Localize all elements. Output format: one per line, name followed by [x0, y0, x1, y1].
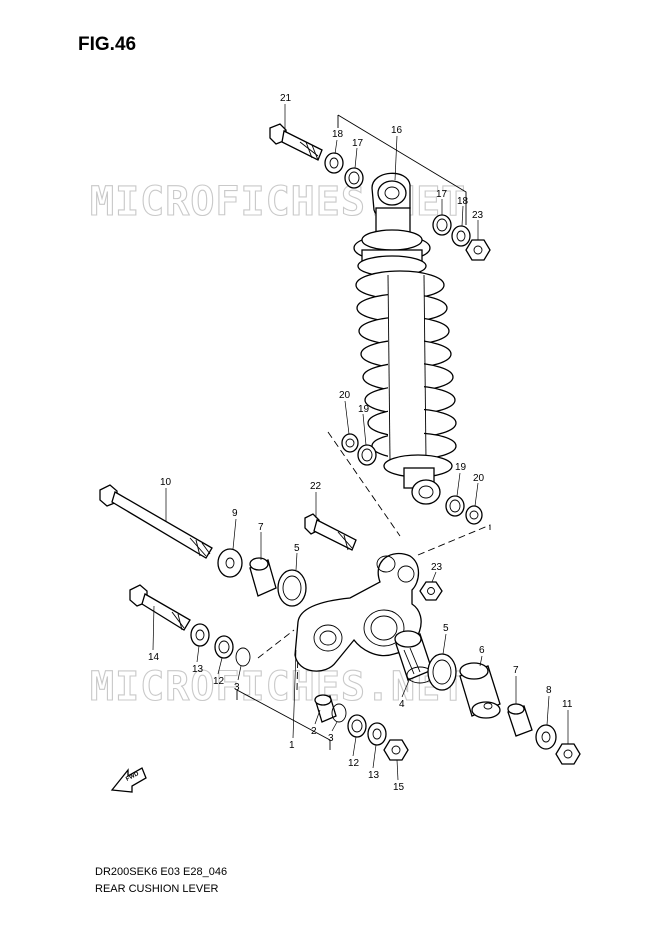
seal-17-upper	[344, 167, 364, 189]
washer-13-left	[190, 623, 210, 647]
fwd-arrow-icon: FWD	[110, 767, 147, 793]
nut-15	[383, 739, 409, 761]
figure-code: DR200SEK6 E03 E28_046	[95, 866, 228, 878]
bolt-21	[269, 123, 323, 161]
callout-12-lower: 12	[348, 758, 360, 769]
callout-18-right: 18	[457, 196, 469, 207]
washer-9	[217, 548, 243, 578]
callout-15: 15	[393, 782, 405, 793]
nut-23-upper	[465, 239, 491, 261]
bolt-14	[129, 584, 191, 631]
callout-2: 2	[311, 726, 317, 737]
callout-5-right: 5	[443, 623, 449, 634]
snap-ring-3-lower	[331, 703, 347, 723]
callout-3-lower: 3	[328, 733, 334, 744]
callout-6: 6	[479, 645, 485, 656]
callout-labels: 21 18 17 16 17 18 23 20 19 19 20 10 22 9…	[148, 93, 573, 793]
callout-17-right: 17	[436, 189, 448, 200]
nut-23-lower	[419, 581, 443, 601]
callout-10: 10	[160, 477, 172, 488]
callout-7-left: 7	[258, 522, 264, 533]
washer-13-lower	[367, 722, 387, 746]
callout-19-right: 19	[455, 462, 467, 473]
collar-20-right	[465, 505, 483, 525]
snap-ring-3-left	[235, 647, 251, 667]
needle-bearing-4	[394, 630, 434, 684]
cushion-lever-1	[294, 552, 422, 672]
spring-coils	[355, 270, 457, 461]
callout-7-right: 7	[513, 665, 519, 676]
callout-12-left: 12	[213, 676, 225, 687]
callout-14: 14	[148, 652, 160, 663]
callout-5-left: 5	[294, 543, 300, 554]
bushing-7-left	[249, 557, 277, 597]
callout-13-left: 13	[192, 664, 204, 675]
seal-12-left	[214, 635, 234, 659]
callout-23-upper: 23	[472, 210, 484, 221]
seal-19-right	[445, 495, 465, 517]
seal-17-right	[432, 214, 452, 236]
shock-absorber-16	[353, 172, 457, 505]
callout-13-lower: 13	[368, 770, 380, 781]
callout-3-left: 3	[234, 682, 240, 693]
bolt-22	[304, 513, 357, 551]
seal-5-left	[277, 569, 307, 607]
callout-19-mid: 19	[358, 404, 370, 415]
seal-5-right	[427, 653, 457, 691]
callout-4: 4	[399, 699, 405, 710]
nut-11	[555, 743, 581, 765]
assembly-brackets	[236, 114, 491, 750]
figure-title: FIG.46	[78, 34, 137, 55]
bearing-2	[314, 694, 337, 723]
callout-9: 9	[232, 508, 238, 519]
seal-19-mid	[357, 444, 377, 466]
figure-name: REAR CUSHION LEVER	[95, 883, 219, 895]
callout-11: 11	[562, 699, 573, 710]
bolt-10	[99, 484, 213, 559]
collar-18-right	[451, 225, 471, 247]
callout-21: 21	[280, 93, 292, 104]
collar-20-mid	[341, 433, 359, 453]
leader-lines	[152, 104, 569, 781]
callout-23-lower: 23	[431, 562, 443, 573]
collar-18-upper	[324, 152, 344, 174]
spacer-6	[459, 662, 501, 719]
watermark-bottom: MICROFICHES.NET	[90, 664, 466, 710]
callout-8: 8	[546, 685, 552, 696]
callout-22: 22	[310, 481, 322, 492]
callout-20-mid: 20	[339, 390, 351, 401]
callout-20-right: 20	[473, 473, 485, 484]
callout-18: 18	[332, 129, 344, 140]
washer-8	[535, 724, 557, 750]
callout-1: 1	[289, 740, 295, 751]
seal-12-lower	[347, 714, 367, 738]
callout-16: 16	[391, 125, 403, 136]
bushing-7-right	[507, 703, 533, 737]
callout-17: 17	[352, 138, 364, 149]
